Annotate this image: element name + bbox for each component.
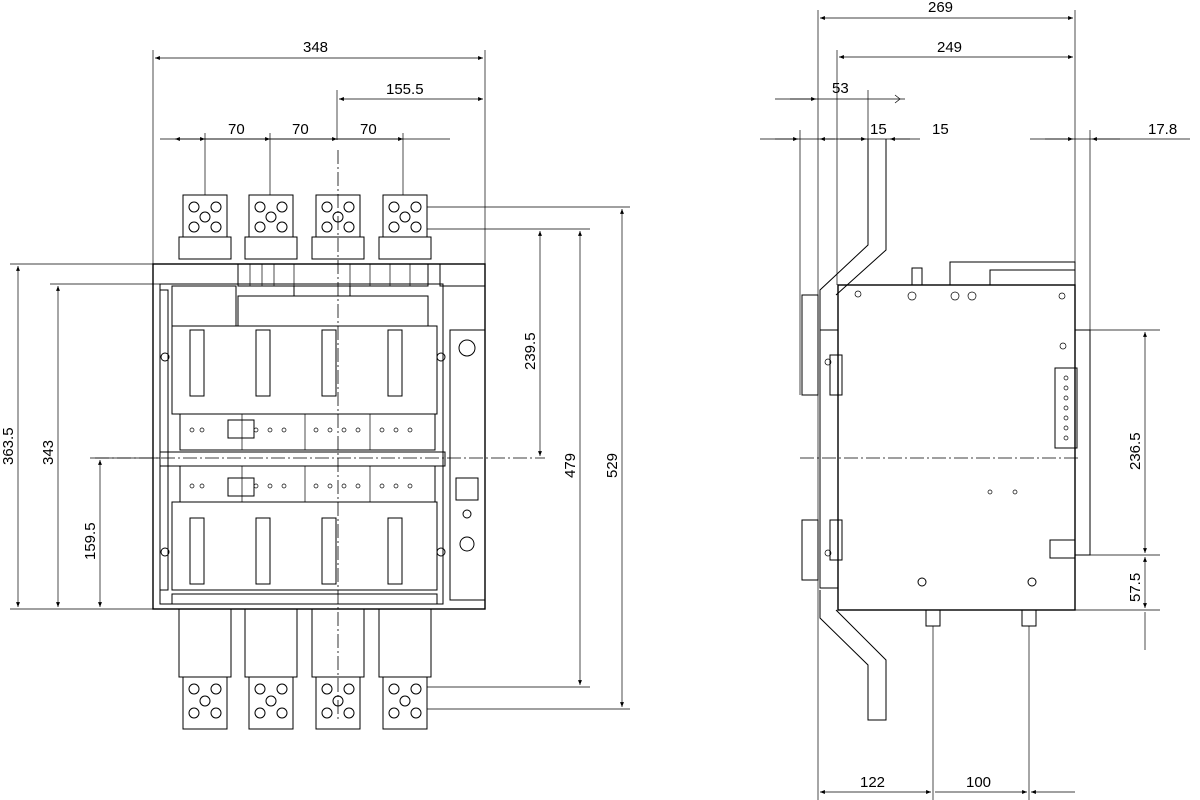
dim-label-363: 363.5 [0, 427, 17, 465]
dim-height-343: 343 [40, 283, 160, 607]
breaker-body-side [837, 261, 1091, 627]
dim-bottom-122-100: 122 100 [820, 626, 1075, 800]
dim-label-343: 343 [40, 440, 57, 465]
dim-height-159: 159.5 [82, 457, 160, 607]
dim-label-155: 155.5 [386, 81, 424, 98]
dim-label-529: 529 [604, 453, 621, 478]
dim-label-269: 269 [928, 0, 953, 16]
dim-label-70a: 70 [228, 121, 245, 138]
dim-label-249: 249 [937, 39, 962, 56]
bottom-terminals [178, 608, 432, 730]
top-terminals [178, 194, 432, 260]
dim-label-15b: 15 [932, 121, 949, 138]
dim-label-17-8: 17.8 [1148, 121, 1177, 138]
dim-height-363: 363.5 [0, 263, 153, 610]
dim-offset-155: 155.5 [336, 81, 483, 140]
dim-label-479: 479 [562, 453, 579, 478]
side-view: 269 249 53 15 15 [760, 0, 1190, 800]
dim-label-53: 53 [832, 80, 849, 97]
dim-height-529: 529 [427, 206, 630, 710]
dim-17-8: 17.8 [1030, 121, 1190, 330]
dim-pole-pitch: 70 70 70 [160, 121, 450, 195]
dim-height-57: 57.5 [1075, 557, 1160, 650]
dim-label-348: 348 [303, 39, 328, 56]
dim-15-15: 15 15 [760, 121, 949, 395]
dim-label-159: 159.5 [82, 522, 99, 560]
dim-label-70b: 70 [292, 121, 309, 138]
dim-height-239: 239.5 [427, 228, 590, 456]
dim-label-122: 122 [860, 774, 885, 791]
breaker-body-front [152, 263, 486, 610]
dim-label-70c: 70 [360, 121, 377, 138]
dim-label-57: 57.5 [1127, 573, 1144, 602]
dim-label-239: 239.5 [522, 332, 539, 370]
dim-depth-249: 249 [836, 39, 1073, 285]
dim-label-100: 100 [966, 774, 991, 791]
dim-label-15a: 15 [870, 121, 887, 138]
front-view: 348 155.5 70 70 70 [0, 39, 630, 730]
dim-width-348: 348 [152, 39, 486, 270]
dim-height-236: 236.5 [1075, 329, 1160, 556]
dim-depth-269: 269 [817, 0, 1076, 800]
dim-height-479: 479 [427, 230, 590, 688]
dim-label-236: 236.5 [1127, 432, 1144, 470]
side-connector-arms [801, 139, 887, 721]
